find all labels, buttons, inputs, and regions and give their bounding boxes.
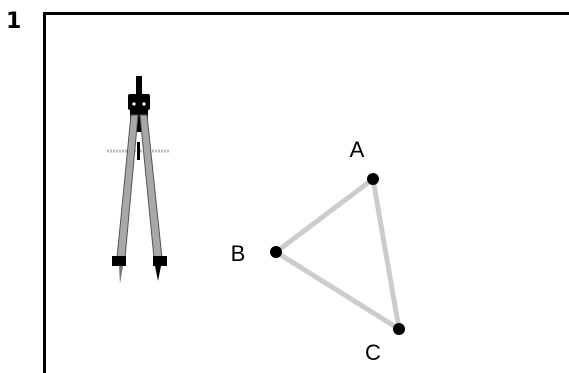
segment-ac [370,176,402,332]
point-label-c: C [365,340,381,365]
point-c [393,323,405,335]
point-b [270,246,282,258]
point-a [367,173,379,185]
diagram-frame [43,12,569,373]
compass-icon [107,76,170,284]
step-number: 1 [6,9,22,34]
segment-ab [273,176,376,255]
segment-bc [273,249,402,332]
point-label-a: A [350,137,365,162]
point-label-b: B [231,241,246,266]
